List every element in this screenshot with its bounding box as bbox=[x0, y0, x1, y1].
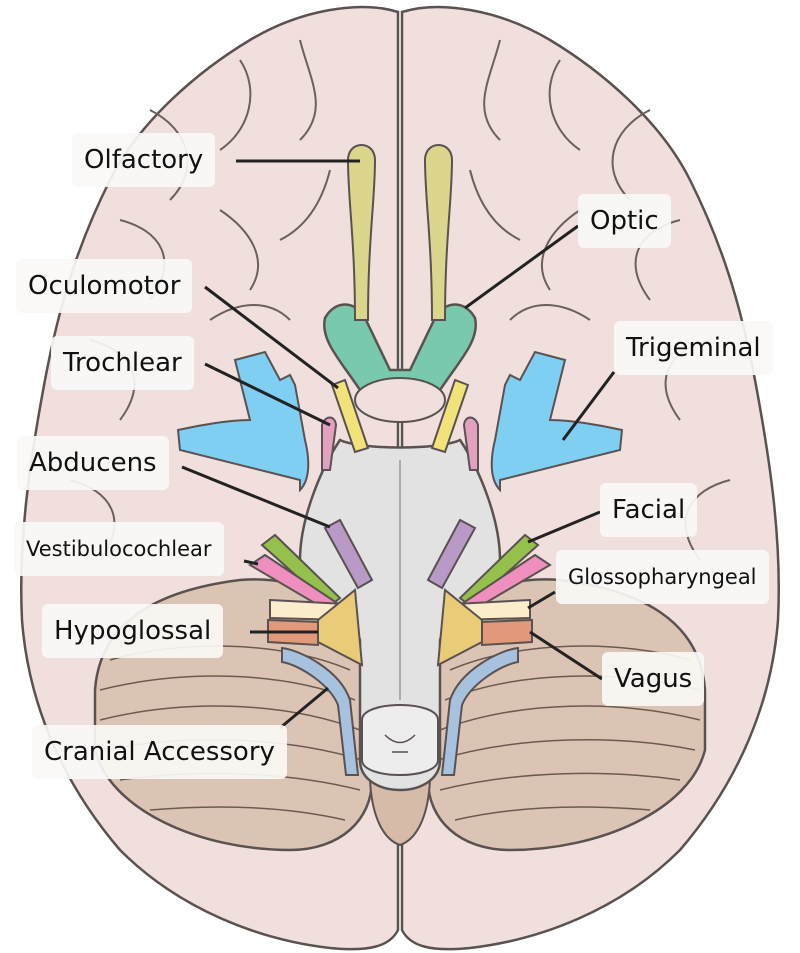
leader-optic bbox=[464, 224, 579, 310]
label-olfactory: Olfactory bbox=[72, 133, 216, 187]
oculomotor-nerves bbox=[330, 378, 470, 454]
trochlear-nerves bbox=[321, 416, 479, 471]
label-vestibulocochlear: Vestibulocochlear bbox=[14, 522, 224, 576]
optic-chiasm bbox=[322, 303, 478, 423]
leader-oculomotor bbox=[204, 285, 339, 390]
leader-vestibulocochlear bbox=[243, 559, 259, 566]
label-oculomotor: Oculomotor bbox=[16, 259, 193, 313]
cranial-accessory-nerves bbox=[281, 646, 519, 776]
leader-trochlear bbox=[204, 362, 331, 427]
label-glossopharyngeal: Glossopharyngeal bbox=[556, 550, 769, 604]
abducens-nerves bbox=[323, 518, 477, 590]
leader-trigeminal bbox=[561, 371, 616, 441]
label-trigeminal: Trigeminal bbox=[614, 321, 773, 375]
label-optic: Optic bbox=[578, 194, 671, 248]
label-abducens: Abducens bbox=[17, 436, 169, 490]
olfactory-nerves bbox=[346, 144, 454, 321]
label-facial: Facial bbox=[600, 483, 698, 537]
leader-glossopharyngeal bbox=[527, 590, 556, 610]
label-trochlear: Trochlear bbox=[51, 336, 194, 390]
leader-vagus bbox=[529, 630, 603, 681]
leader-facial bbox=[527, 510, 601, 544]
hypoglossal-nerves bbox=[267, 618, 533, 647]
brainstem bbox=[298, 438, 502, 792]
vagus-nerves bbox=[317, 588, 483, 667]
trigeminal-nerves bbox=[176, 350, 624, 493]
leader-lines bbox=[181, 159, 616, 730]
leader-abducens bbox=[181, 465, 331, 529]
label-hypoglossal: Hypoglossal bbox=[42, 604, 224, 658]
cerebellum bbox=[93, 578, 707, 852]
leader-cranial-accessory bbox=[279, 686, 329, 730]
label-vagus: Vagus bbox=[602, 652, 705, 706]
label-cranial-accessory: Cranial Accessory bbox=[32, 725, 287, 779]
